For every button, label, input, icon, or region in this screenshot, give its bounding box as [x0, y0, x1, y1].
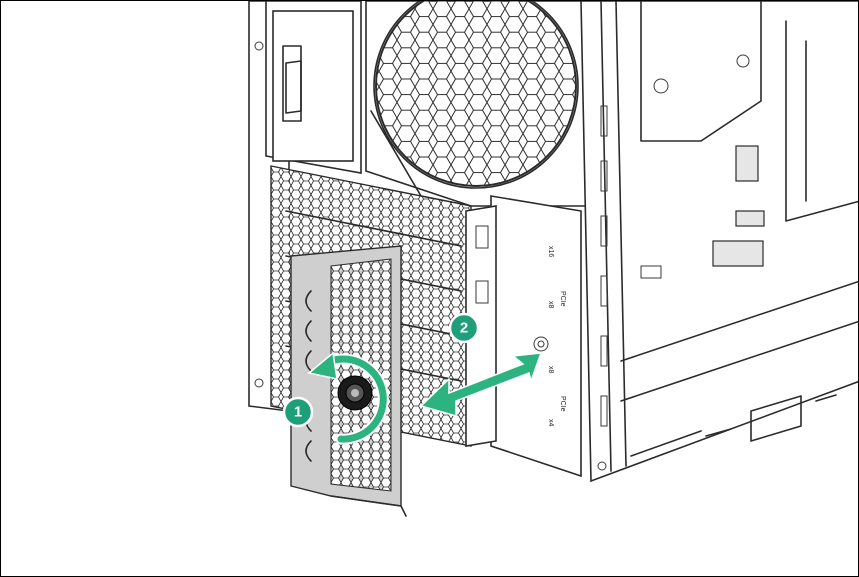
slot-cover-bracket [290, 245, 407, 517]
callout-2-label: 2 [460, 320, 468, 337]
rotate-arrow [307, 351, 389, 445]
callout-1: 1 [282, 396, 314, 428]
thumbscrew [337, 375, 373, 411]
slot-label-x16: x16 [547, 246, 554, 257]
slot-label-x4: x4 [547, 419, 554, 427]
callout-2: 2 [448, 312, 480, 344]
callout-1-label: 1 [294, 404, 302, 421]
fan-grille [365, 1, 602, 207]
slot-label-x8-a: x8 [547, 301, 554, 309]
chassis-side [580, 1, 858, 483]
chassis-rear-panel [248, 1, 362, 412]
slot-label-pcie-1: PCIe [559, 291, 566, 307]
removal-arrow [419, 352, 543, 417]
slot-retainer: PCIe x16 x8 PCIe x8 x4 [465, 195, 582, 478]
slot-label-pcie-2: PCIe [559, 396, 566, 412]
slot-label-x8-b: x8 [547, 366, 554, 374]
